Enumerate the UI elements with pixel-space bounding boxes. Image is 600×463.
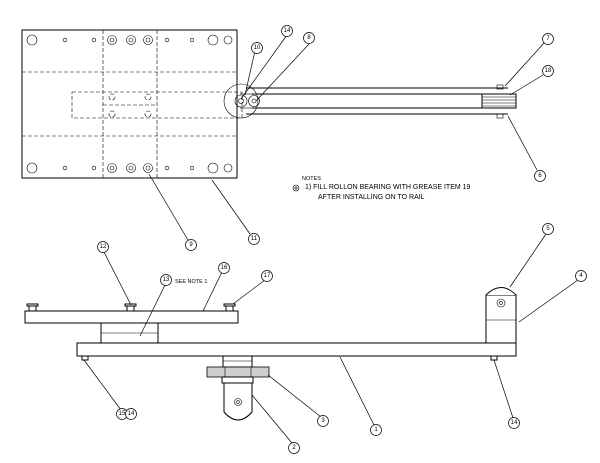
svg-text:4: 4 [579,273,583,279]
svg-text:10: 10 [254,45,261,51]
balloon-5: 5 [542,223,554,235]
top-view [21,29,517,179]
svg-text:9: 9 [189,242,193,248]
svg-text:12: 12 [100,244,107,250]
leader-lines [83,34,579,444]
balloons: 10 14 8 7 18 6 11 9 12 13 16 17 5 4 1 3 … [97,25,587,454]
roller-housing [485,287,517,344]
balloon-2: 2 [288,442,300,454]
notes-block: NOTES 1) FILL ROLLON BEARING WITH GREASE… [292,176,471,201]
balloon-12: 12 [97,241,109,253]
balloon-6: 6 [534,170,546,182]
balloon-1: 1 [370,424,382,436]
balloon-7: 7 [542,33,554,45]
svg-text:17: 17 [264,273,271,279]
pivot-pin [238,98,244,104]
upper-plate [24,310,239,324]
see-note-label: SEE NOTE 1 [175,279,207,285]
svg-text:11: 11 [251,236,258,242]
svg-text:16: 16 [221,265,228,271]
svg-text:13: 13 [163,277,170,283]
notes-heading: NOTES [302,176,321,182]
svg-text:6: 6 [538,173,542,179]
svg-text:7: 7 [546,36,550,42]
pivot-hub [206,355,270,421]
pivot-ring [223,83,259,119]
svg-text:14: 14 [511,420,518,426]
plate-holes [26,34,233,174]
top-plate [21,29,238,179]
note-bearing-symbol [292,184,300,192]
note-line-2: AFTER INSTALLING ON TO RAIL [318,194,425,201]
note-line-1: 1) FILL ROLLON BEARING WITH GREASE ITEM … [305,184,471,191]
balloon-14-pair: 14 [125,408,137,420]
svg-text:18: 18 [545,68,552,74]
balloon-17: 17 [261,270,273,282]
roller-bearing-top [481,84,517,119]
svg-text:14: 14 [128,411,135,417]
balloon-13: 13 [160,274,172,286]
main-arm [76,342,517,357]
side-view [24,287,517,421]
svg-text:14: 14 [284,28,291,34]
balloon-18: 18 [542,65,554,77]
balloon-8: 8 [303,32,315,44]
balloon-3: 3 [317,415,329,427]
balloon-10: 10 [251,42,263,54]
pivot-bearing [234,94,248,108]
balloon-4: 4 [575,270,587,282]
balloon-11: 11 [248,233,260,245]
balloon-16: 16 [218,262,230,274]
svg-text:15: 15 [119,411,126,417]
hidden-lines [22,30,243,178]
svg-text:5: 5 [546,226,550,232]
svg-text:3: 3 [321,418,325,424]
svg-text:1: 1 [374,427,378,433]
top-arm [240,87,508,115]
balloon-14-bottom: 14 [508,417,520,429]
balloon-14-top: 14 [281,25,293,37]
svg-text:8: 8 [307,35,311,41]
svg-text:2: 2 [292,445,296,451]
balloon-9: 9 [185,239,197,251]
